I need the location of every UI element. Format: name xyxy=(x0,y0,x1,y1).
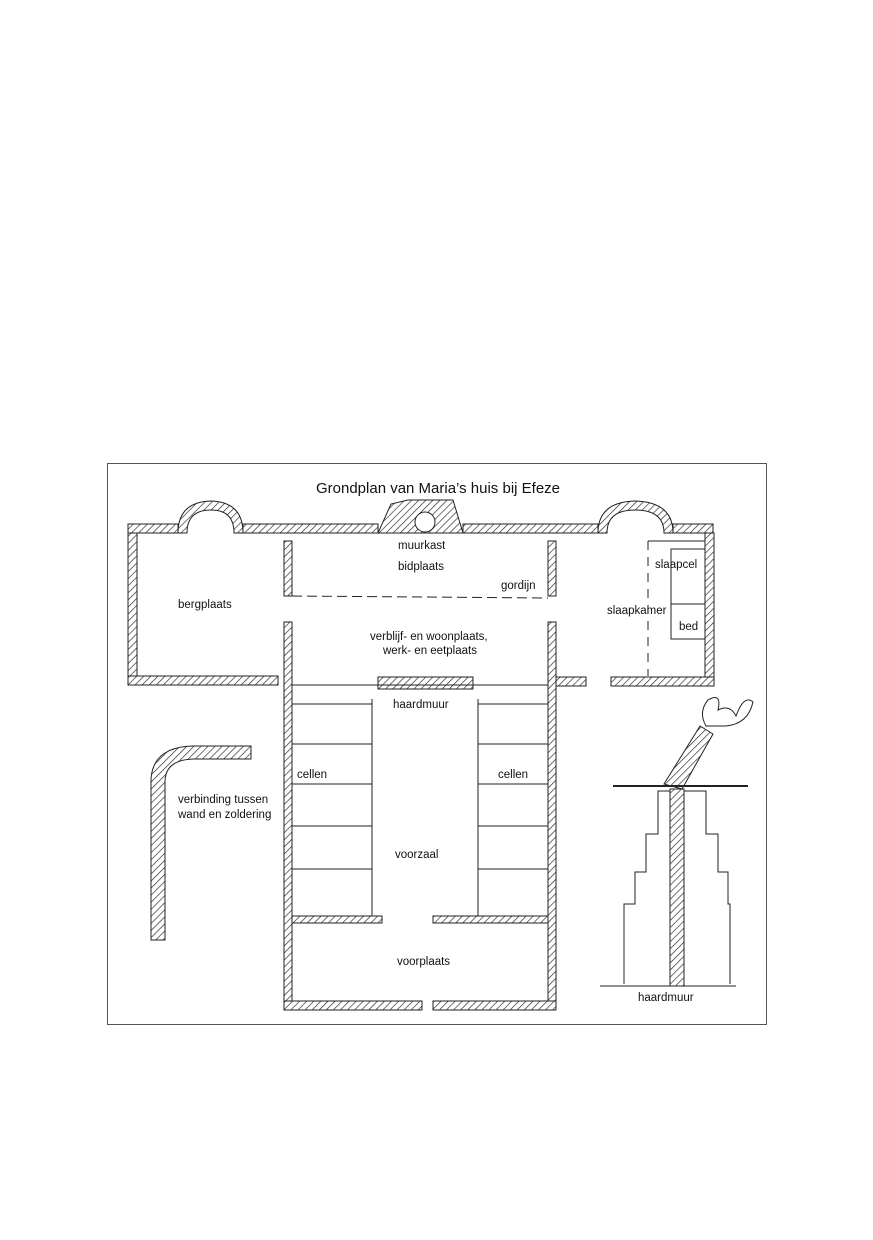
label-gordijn: gordijn xyxy=(501,580,536,592)
top-wall-left xyxy=(127,523,179,534)
floor-plan-figure: Grondplan van Maria’s huis bij Efeze muu… xyxy=(107,463,767,1025)
label-muurkast: muurkast xyxy=(398,540,446,552)
voorzaal-divider-right xyxy=(432,915,549,924)
label-bidplaats: bidplaats xyxy=(398,561,445,573)
label-slaapkamer: slaapkamer xyxy=(607,605,667,617)
niche-object xyxy=(414,511,436,533)
front-wall-left xyxy=(283,1000,423,1011)
arch-right xyxy=(597,500,674,534)
label-verbinding-line2: wand en zoldering xyxy=(178,809,272,821)
label-voorzaal: voorzaal xyxy=(395,849,439,861)
hearth-block xyxy=(377,676,474,690)
bergplaats-wall-bottom xyxy=(127,675,279,686)
top-wall-mid-left xyxy=(242,523,379,534)
label-haardmuur-plan: haardmuur xyxy=(393,699,449,711)
top-wall-mid-right xyxy=(462,523,599,534)
curtain-line xyxy=(291,595,549,599)
front-wall-right xyxy=(432,1000,557,1011)
stepped-outline-left xyxy=(623,790,670,984)
label-verblijf-line1: verblijf- en woonplaats, xyxy=(370,631,488,643)
label-verbinding-line1: verbinding tussen xyxy=(178,794,269,806)
slaapkamer-wall-bottom xyxy=(610,676,715,687)
wall-ceiling-connection xyxy=(150,745,252,941)
partition-left-top xyxy=(283,540,293,597)
label-cellen-left: cellen xyxy=(297,769,328,781)
label-haardmuur-section: haardmuur xyxy=(638,992,694,1004)
stepped-outline-right xyxy=(684,790,731,984)
corridor-wall-left xyxy=(283,621,293,1011)
label-bed: bed xyxy=(679,621,699,633)
voorzaal-divider-left xyxy=(291,915,383,924)
slaapkamer-wall-right xyxy=(704,532,715,686)
label-cellen-right: cellen xyxy=(498,769,529,781)
bergplaats-wall-left xyxy=(127,532,138,686)
corridor-wall-right xyxy=(547,621,557,1011)
label-voorplaats: voorplaats xyxy=(397,956,451,968)
plan-title: Grondplan van Maria’s huis bij Efeze xyxy=(315,480,561,497)
floor-plan-drawing xyxy=(127,499,754,1011)
top-wall-right xyxy=(672,523,714,534)
label-bergplaats: bergplaats xyxy=(178,599,232,611)
arch-left xyxy=(177,500,244,534)
label-slaapcel: slaapcel xyxy=(655,559,698,571)
partition-right-top xyxy=(547,540,557,597)
wall-stub-right xyxy=(555,676,587,687)
chimney-shaft xyxy=(669,788,685,987)
label-verblijf-line2: werk- en eetplaats xyxy=(383,645,477,657)
smoke-plume xyxy=(702,697,754,727)
chimney-flue xyxy=(663,725,714,790)
bed xyxy=(670,548,706,640)
